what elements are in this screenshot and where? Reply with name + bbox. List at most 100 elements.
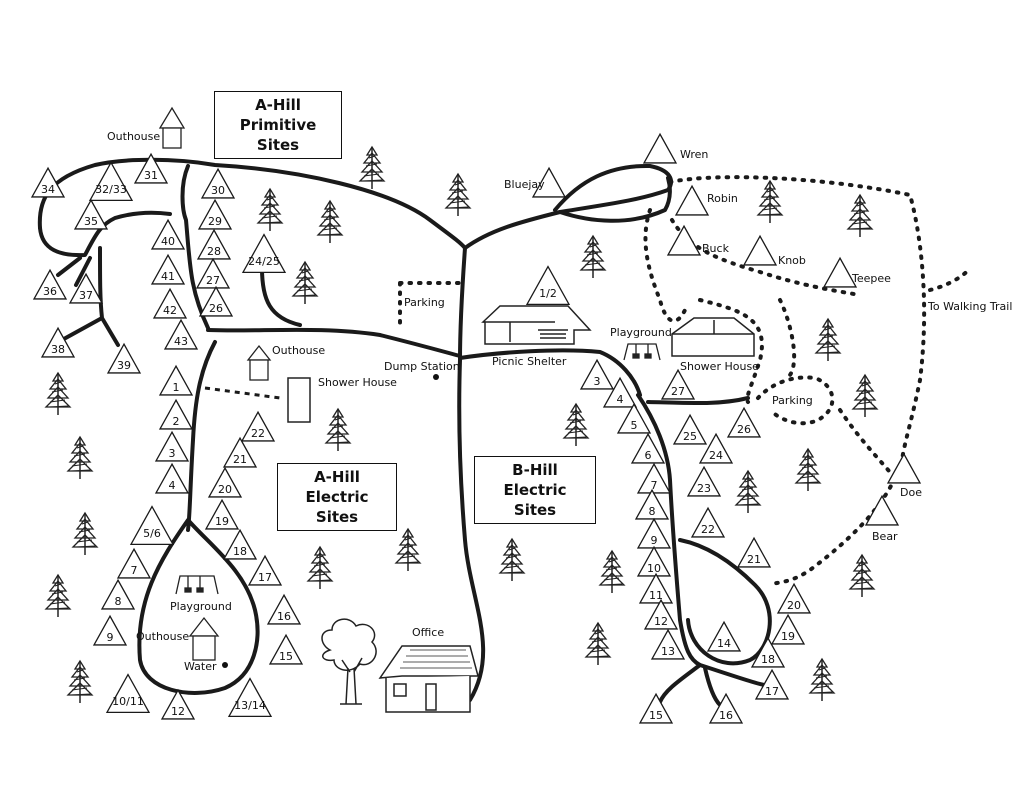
- site-marker: 23: [686, 465, 722, 497]
- tree-icon: [395, 528, 421, 572]
- site-number: 14: [717, 637, 731, 650]
- named-site-marker: Robin: [674, 184, 738, 216]
- site-triangle-icon: [822, 256, 858, 288]
- site-number: Knob: [778, 254, 806, 267]
- tree-icon: [257, 188, 283, 232]
- site-number: 9: [651, 534, 658, 547]
- site-marker: 37: [68, 272, 104, 304]
- site-marker: 24: [698, 432, 734, 464]
- site-marker: 41: [150, 253, 186, 285]
- site-number: 11: [649, 589, 663, 602]
- site-triangle-icon: [616, 402, 652, 434]
- site-number: Buck: [702, 242, 730, 255]
- tree-icon: [67, 660, 93, 704]
- site-triangle-icon: [163, 318, 199, 350]
- site-number: 26: [737, 423, 751, 436]
- site-number: Bluejay: [504, 178, 545, 191]
- tree-icon: [735, 470, 761, 514]
- site-number: 7: [651, 479, 658, 492]
- parking-a-outline: [398, 281, 467, 332]
- site-number: 10/11: [112, 695, 144, 708]
- named-site-marker: Buck: [666, 224, 730, 256]
- site-triangle-icon: [222, 528, 258, 560]
- site-marker: 12: [643, 598, 679, 630]
- site-triangle-icon: [726, 406, 762, 438]
- site-triangle-icon: [666, 224, 702, 256]
- site-marker: 39: [106, 342, 142, 374]
- tree-deciduous-icon: [321, 618, 377, 705]
- footpath: [204, 386, 281, 400]
- site-marker: 16: [266, 593, 302, 625]
- site-number: 32/33: [95, 183, 127, 196]
- area-a-primitive-line1: A-Hill: [255, 96, 301, 114]
- site-triangle-icon: [160, 688, 196, 720]
- site-number: 22: [251, 427, 265, 440]
- site-marker: 16: [708, 692, 744, 724]
- area-a-primitive-line2: Primitive Sites: [239, 116, 317, 154]
- site-marker: 24/25: [241, 233, 287, 274]
- office-icon: [378, 645, 479, 713]
- water-icon: [222, 662, 228, 668]
- site-number: 5/6: [143, 527, 161, 540]
- site-number: 17: [258, 571, 272, 584]
- site-number: 37: [79, 289, 93, 302]
- site-number: 19: [781, 630, 795, 643]
- tree-icon: [67, 436, 93, 480]
- site-marker: 3: [579, 358, 615, 390]
- site-number: 25: [683, 430, 697, 443]
- playground-a-icon: [175, 575, 219, 595]
- site-marker: 34: [30, 166, 66, 198]
- site-marker: 20: [776, 582, 812, 614]
- site-number: 20: [787, 599, 801, 612]
- road-b-down: [636, 393, 702, 667]
- road-a-cross: [206, 327, 462, 358]
- site-triangle-icon: [68, 272, 104, 304]
- road-b-loop: [678, 538, 772, 666]
- site-marker: 1/2: [525, 265, 571, 306]
- picnic-shelter-icon: [481, 305, 592, 345]
- site-triangle-icon: [686, 465, 722, 497]
- site-number: 41: [161, 270, 175, 283]
- site-marker: 20: [207, 466, 243, 498]
- site-number: 40: [161, 235, 175, 248]
- site-triangle-icon: [200, 167, 236, 199]
- site-number: 30: [211, 184, 225, 197]
- road-a-spur-2425: [260, 266, 302, 327]
- site-number: 26: [209, 302, 223, 315]
- tree-icon: [499, 538, 525, 582]
- site-number: 35: [84, 215, 98, 228]
- site-marker: 43: [163, 318, 199, 350]
- area-b-electric-line2: Electric Sites: [503, 481, 567, 519]
- site-marker: 4: [602, 376, 638, 408]
- site-number: 29: [208, 215, 222, 228]
- site-triangle-icon: [525, 265, 571, 306]
- site-triangle-icon: [133, 152, 169, 184]
- site-triangle-icon: [698, 432, 734, 464]
- tree-icon: [847, 194, 873, 238]
- road-b-tail: [658, 663, 772, 707]
- site-triangle-icon: [227, 677, 273, 718]
- site-triangle-icon: [150, 218, 186, 250]
- site-number: 19: [215, 515, 229, 528]
- site-marker: 22: [240, 410, 276, 442]
- tree-icon: [292, 261, 318, 305]
- playground-b-label: Playground: [610, 326, 672, 339]
- site-number: 9: [107, 631, 114, 644]
- site-number: 6: [645, 449, 652, 462]
- parking-b-label: Parking: [772, 394, 813, 407]
- dump-station-icon: [433, 374, 439, 380]
- site-marker: 32/33: [88, 161, 134, 202]
- site-marker: 15: [638, 692, 674, 724]
- tree-icon: [72, 512, 98, 556]
- site-triangle-icon: [92, 614, 128, 646]
- site-triangle-icon: [158, 364, 194, 396]
- site-number: 27: [206, 274, 220, 287]
- tree-icon: [849, 554, 875, 598]
- office-label: Office: [412, 626, 444, 639]
- site-marker: 17: [754, 668, 790, 700]
- tree-icon: [307, 546, 333, 590]
- named-site-marker: Bear: [864, 494, 900, 543]
- site-marker: 27: [195, 257, 231, 289]
- road-b-cross: [458, 348, 642, 397]
